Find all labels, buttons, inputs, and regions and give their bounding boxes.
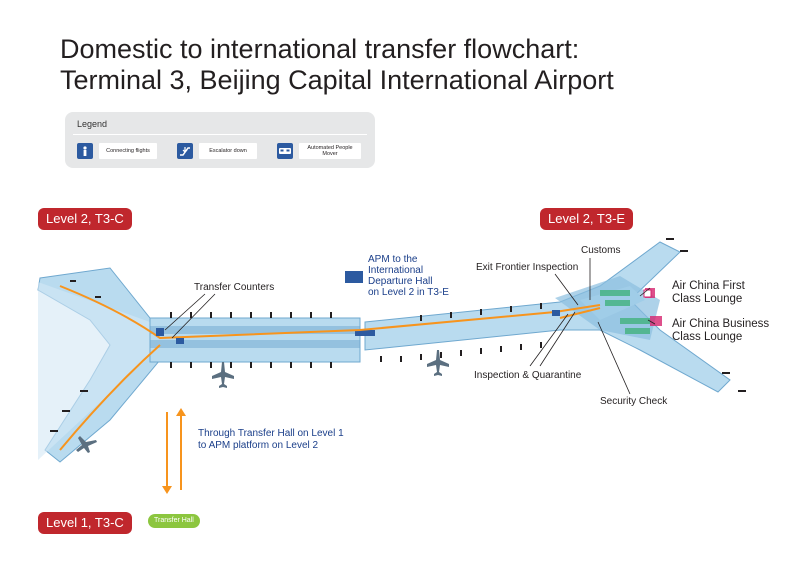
legend-label: Connecting flights <box>99 143 157 159</box>
legend-divider <box>73 134 367 135</box>
label-first-class-lounge-line: Class Lounge <box>672 293 743 305</box>
level-badge-t3e-level2: Level 2, T3-E <box>540 208 634 230</box>
level-badge-t3c-level1: Level 1, T3-C <box>38 512 132 534</box>
airplane-icon <box>212 362 234 388</box>
page-title: Domestic to international transfer flowc… <box>60 34 614 96</box>
airplane-icon <box>76 436 97 453</box>
label-first-class-lounge: Air China First Class Lounge <box>672 280 745 306</box>
label-apm-line: on Level 2 in T3-E <box>368 287 449 298</box>
label-apm-line: International <box>368 265 424 276</box>
automated-people-mover-icon <box>552 310 560 316</box>
terminal-t3e <box>364 238 746 393</box>
legend-label: Escalator down <box>199 143 257 159</box>
label-first-class-lounge-line: Air China First <box>672 280 745 292</box>
terminal-t3c <box>37 267 361 463</box>
transfer-hall-badge: Transfer Hall <box>148 514 200 528</box>
apm-track <box>355 330 375 336</box>
label-exit-frontier: Exit Frontier Inspection <box>476 262 579 273</box>
lounge-icon <box>643 289 652 298</box>
automated-people-mover-icon <box>176 338 184 344</box>
title-line-1: Domestic to international transfer flowc… <box>60 34 580 64</box>
legend-title: Legend <box>77 119 108 129</box>
level-transfer-arrow <box>162 408 186 494</box>
label-security-check: Security Check <box>600 396 668 407</box>
label-business-class-lounge-line: Air China Business <box>672 318 770 330</box>
label-through-transfer: Through Transfer Hall on Level 1 to APM … <box>198 428 344 452</box>
level-badge-t3c-level2: Level 2, T3-C <box>38 208 132 230</box>
label-transfer-counters: Transfer Counters <box>194 282 275 293</box>
escalator-down-icon <box>177 143 193 159</box>
label-inspection-quarantine: Inspection & Quarantine <box>474 370 582 381</box>
label-customs: Customs <box>581 245 621 256</box>
label-business-class-lounge-line: Class Lounge <box>672 331 743 343</box>
label-apm-line: Departure Hall <box>368 276 433 287</box>
label-through-transfer-line: to APM platform on Level 2 <box>198 440 319 451</box>
label-apm: APM to the International Departure Hall … <box>368 254 449 298</box>
label-through-transfer-line: Through Transfer Hall on Level 1 <box>198 428 344 439</box>
automated-people-mover-icon <box>277 143 293 159</box>
automated-people-mover-icon <box>345 271 363 283</box>
title-line-2: Terminal 3, Beijing Capital Internationa… <box>60 65 614 95</box>
legend-label: Automated People Mover <box>299 143 361 159</box>
label-apm-line: APM to the <box>368 254 418 265</box>
connecting-flights-icon <box>77 143 93 159</box>
legend-panel: Legend Connecting flights Escalator down… <box>65 112 375 168</box>
airplane-icon <box>427 350 449 376</box>
connecting-flights-icon <box>156 328 164 336</box>
label-business-class-lounge: Air China Business Class Lounge <box>672 318 769 344</box>
